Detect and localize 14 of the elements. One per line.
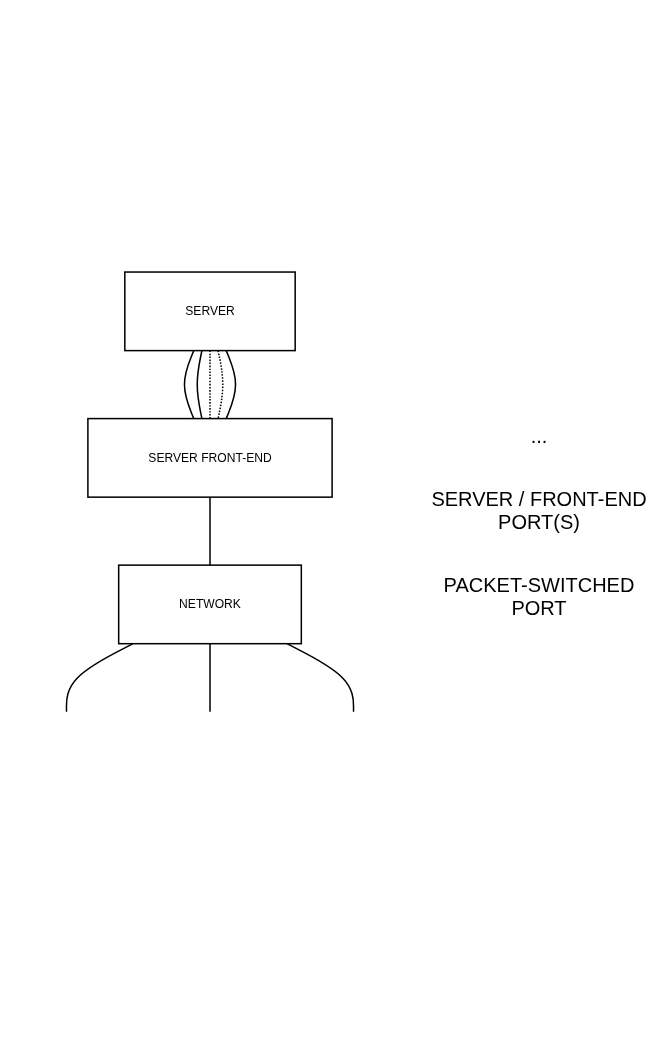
bracket-label: PACKET-SWITCHED PORT — [442, 573, 636, 620]
connector — [209, 642, 211, 713]
node-box: NETWORK — [117, 564, 303, 645]
ellipsis-label: ... — [529, 424, 549, 448]
connector — [286, 642, 355, 713]
node-box: SERVER — [124, 271, 296, 352]
connector — [209, 496, 211, 566]
connector — [65, 642, 134, 713]
connector — [217, 349, 224, 420]
connector — [225, 349, 237, 420]
connector — [183, 349, 195, 420]
bracket-label: SERVER / FRONT-END PORT(S) — [430, 487, 648, 534]
node-box: SERVER FRONT-END — [87, 417, 333, 498]
connector — [196, 349, 203, 420]
